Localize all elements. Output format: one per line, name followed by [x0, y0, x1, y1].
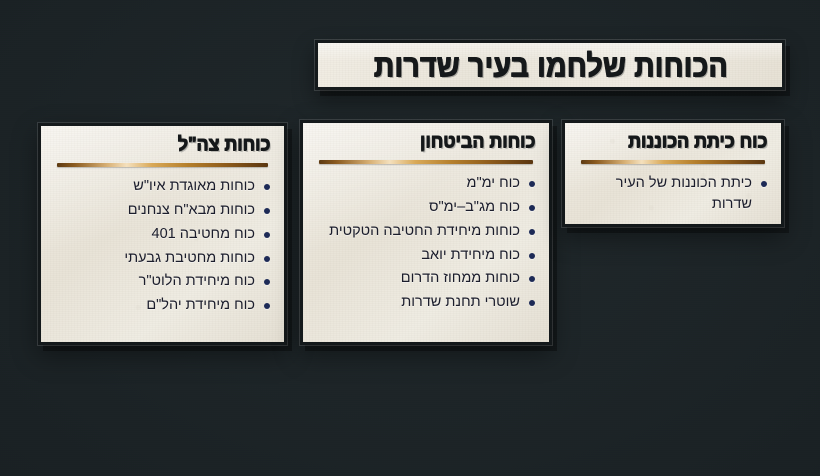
list-item: כוחות מיחידת החטיבה הטקטית	[317, 221, 535, 242]
list-item: כיתת הכוננות של העיר שדרות	[579, 173, 767, 215]
panel-security-list: כוח ימ"מ כוח מג"ב–ימ"ס כוחות מיחידת החטי…	[317, 173, 535, 313]
list-item: כוח מיחידת יהל"ם	[55, 295, 270, 316]
page-title: הכוחות שלחמו בעיר שדרות	[372, 47, 728, 83]
panel-idf-list: כוחות מאוגדת איו"ש כוחות מבא"ח צנחנים כו…	[55, 176, 270, 316]
list-item: כוחות מבא"ח צנחנים	[55, 200, 270, 221]
gold-divider-security	[319, 159, 533, 164]
panel-standby-squad: כוח כיתת הכוננות כיתת הכוננות של העיר שד…	[562, 120, 784, 227]
panel-standby-list: כיתת הכוננות של העיר שדרות	[579, 173, 767, 215]
panel-security-content: כוחות הביטחון כוח ימ"מ כוח מג"ב–ימ"ס כוח…	[303, 123, 549, 342]
list-item: כוח מג"ב–ימ"ס	[317, 197, 535, 218]
list-item: שוטרי תחנת שדרות	[317, 292, 535, 313]
gold-divider-idf	[57, 162, 268, 167]
gold-divider-standby	[581, 159, 765, 164]
list-item: כוח מיחידת הלוט"ר	[55, 271, 270, 292]
title-banner: הכוחות שלחמו בעיר שדרות	[315, 40, 785, 90]
panel-idf-content: כוחות צה"ל כוחות מאוגדת איו"ש כוחות מבא"…	[41, 126, 284, 342]
list-item: כוח ימ"מ	[317, 173, 535, 194]
panel-standby-heading: כוח כיתת הכוננות	[627, 131, 767, 152]
list-item: כוחות מחטיבת גבעתי	[55, 248, 270, 269]
list-item: כוח מיחידת יואב	[317, 245, 535, 266]
panel-standby-content: כוח כיתת הכוננות כיתת הכוננות של העיר שד…	[565, 123, 781, 224]
panel-idf-heading: כוחות צה"ל	[177, 134, 270, 155]
panel-security-heading: כוחות הביטחון	[419, 131, 535, 152]
panel-idf-forces: כוחות צה"ל כוחות מאוגדת איו"ש כוחות מבא"…	[38, 123, 287, 345]
panel-security-forces: כוחות הביטחון כוח ימ"מ כוח מג"ב–ימ"ס כוח…	[300, 120, 552, 345]
list-item: כוח מחטיבה 401	[55, 224, 270, 245]
list-item: כוחות מאוגדת איו"ש	[55, 176, 270, 197]
list-item: כוחות ממחוז הדרום	[317, 268, 535, 289]
